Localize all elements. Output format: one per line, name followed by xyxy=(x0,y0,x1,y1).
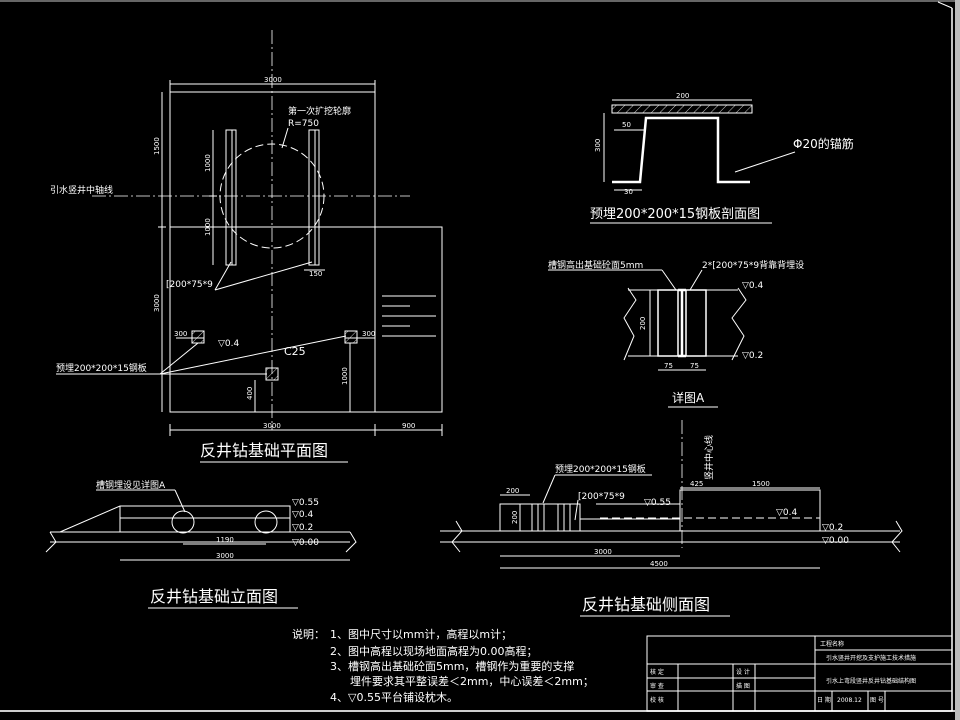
side-elev-00: ▽0.00 xyxy=(822,536,849,546)
elevation-elev-1: ▽0.55 xyxy=(292,498,319,508)
title-block: 工程名称 引水竖井开挖及支护施工技术措施 引水上弯段竖井反井钻基础结构图 核 定… xyxy=(646,635,953,712)
plan-right-ticks xyxy=(382,295,436,337)
excavation-label: 第一次扩挖轮廓 xyxy=(288,105,351,117)
side-axis-label: 竖井中心线 xyxy=(703,435,715,480)
axis-label: 引水竖井中轴线 xyxy=(50,184,113,196)
side-dim-3000: 3000 xyxy=(594,548,612,556)
elevation-note: 槽钢埋设见详图A xyxy=(96,479,166,491)
detail-channel-label: 2*[200*75*9背靠背埋设 xyxy=(702,259,804,271)
plan-plate-label: 预埋200*200*15钢板 xyxy=(56,362,147,374)
detail-title: 详图A xyxy=(672,390,705,405)
note-line-2: 2、图中高程以现场地面高程为0.00高程； xyxy=(330,644,538,658)
note-line-5: 4、▽0.55平台铺设枕木。 xyxy=(330,690,458,704)
plan-title: 反井钻基础平面图 xyxy=(200,441,328,460)
anchor-bars xyxy=(612,116,750,184)
side-elev-02: ▽0.2 xyxy=(822,523,843,533)
side-title: 反井钻基础侧面图 xyxy=(582,595,710,614)
detail-top-label: 槽钢高出基础砼面5mm xyxy=(548,259,643,271)
plan-dim-inner-1: 1000 xyxy=(204,154,212,172)
plan-dim-p300-right: 300 xyxy=(362,330,375,338)
elevation-elev-2: ▽0.4 xyxy=(292,510,314,520)
detail-dim-w2: 75 xyxy=(690,362,699,370)
plan-dim-top: 3000 xyxy=(264,76,282,84)
tb-date-label: 日 期 xyxy=(817,696,831,704)
elevation-dim-total: 3000 xyxy=(216,552,234,560)
plan-elev: ▽0.4 xyxy=(218,339,240,349)
elevation-elev-3: ▽0.2 xyxy=(292,523,313,533)
tb-project-name: 引水竖井开挖及支护施工技术措施 xyxy=(826,654,916,662)
tb-row-2: 审 查 xyxy=(650,682,664,690)
section-dim-top: 200 xyxy=(676,92,689,100)
plan-dim-bottom: 3000 xyxy=(263,422,281,430)
side-plate-label: 预埋200*200*15钢板 xyxy=(555,463,646,475)
side-dim-1500: 1500 xyxy=(752,480,770,488)
plan-view: 3000 1500 3000 引水竖井中轴线 第一次扩挖轮廓 R=750 100… xyxy=(50,30,443,463)
plan-dim-400: 400 xyxy=(246,387,254,400)
embedded-plate-right xyxy=(344,330,358,344)
detail-dim-h: 200 xyxy=(639,317,647,330)
steel-plate xyxy=(611,104,753,114)
note-line-3: 3、槽钢高出基础砼面5mm，槽钢作为重要的支撑 xyxy=(330,659,574,673)
tb-row-1: 核 定 xyxy=(650,668,664,676)
side-elev-055: ▽0.55 xyxy=(644,498,671,508)
plan-channel-label: [200*75*9 xyxy=(166,280,213,290)
side-dim-425: 425 xyxy=(690,480,703,488)
elevation-elev-4: ▽0.00 xyxy=(292,538,319,548)
radius-label: R=750 xyxy=(288,119,319,129)
detail-elev-top: ▽0.4 xyxy=(742,281,764,291)
anchor-label: Φ20的锚筋 xyxy=(793,136,854,151)
side-view: 竖井中心线 预埋200*200*15钢板 [200*75*9 200 200 4… xyxy=(440,420,903,617)
elevation-dim-inner: 1190 xyxy=(216,536,234,544)
plan-dim-inner-2: 1000 xyxy=(204,218,212,236)
plan-dim-left-bottom: 3000 xyxy=(153,294,161,312)
side-dim-200w: 200 xyxy=(506,487,519,495)
detail-dim-w1: 75 xyxy=(664,362,673,370)
embedded-plate-bottom xyxy=(265,367,279,381)
side-elev-04: ▽0.4 xyxy=(776,508,798,518)
plate-section-view: 200 300 50 30 Φ20的锚筋 预埋200*200*15钢板剖面图 xyxy=(590,92,854,224)
excavation-circle xyxy=(219,143,325,249)
plan-dim-p300-left: 300 xyxy=(174,330,187,338)
section-title: 预埋200*200*15钢板剖面图 xyxy=(590,207,760,222)
notes: 说明： 1、图中尺寸以mm计，高程以m计； 2、图中高程以现场地面高程为0.00… xyxy=(292,627,594,704)
side-channel-label: [200*75*9 xyxy=(578,492,625,502)
tb-date: 2008.12 xyxy=(837,697,862,704)
side-dim-4500: 4500 xyxy=(650,560,668,568)
tb-no-label: 图 号 xyxy=(870,697,884,704)
section-dim-30: 30 xyxy=(624,188,633,196)
section-dim-50: 50 xyxy=(622,121,631,129)
tb-design: 设 计 xyxy=(736,668,750,676)
plan-dim-150: 150 xyxy=(309,270,322,278)
section-dim-left: 300 xyxy=(594,139,602,152)
tb-drawing-name: 引水上弯段竖井反井钻基础结构图 xyxy=(826,677,916,685)
note-line-1: 1、图中尺寸以mm计，高程以m计； xyxy=(330,627,512,641)
plan-dim-bottom-right: 900 xyxy=(402,422,415,430)
detail-elev-bottom: ▽0.2 xyxy=(742,351,763,361)
note-line-4: 埋件要求其平整误差＜2mm，中心误差＜2mm； xyxy=(350,674,594,688)
elevation-view: 槽钢埋设见详图A ▽0.55 ▽0.4 ▽0.2 ▽0.00 1190 3000… xyxy=(45,479,357,609)
plan-dim-1000: 1000 xyxy=(341,367,349,385)
concrete-grade: C25 xyxy=(284,345,306,358)
tb-draw: 描 图 xyxy=(736,682,750,690)
notes-heading: 说明： xyxy=(292,627,325,641)
channel-rail-left xyxy=(225,129,233,266)
elevation-title: 反井钻基础立面图 xyxy=(150,587,278,606)
tb-row-3: 校 核 xyxy=(650,696,664,704)
tb-project-label: 工程名称 xyxy=(820,640,844,648)
channel-rail-right xyxy=(308,129,316,266)
detail-a-view: 槽钢高出基础砼面5mm 2*[200*75*9背靠背埋设 ▽0.4 ▽0.2 2… xyxy=(548,259,804,408)
embedded-plate-left xyxy=(191,330,205,344)
side-stripes xyxy=(531,504,571,531)
channel-section-right xyxy=(254,510,278,534)
plan-dim-left-top: 1500 xyxy=(153,137,161,155)
side-dim-200h: 200 xyxy=(511,511,519,524)
channel-section-left xyxy=(171,510,195,534)
